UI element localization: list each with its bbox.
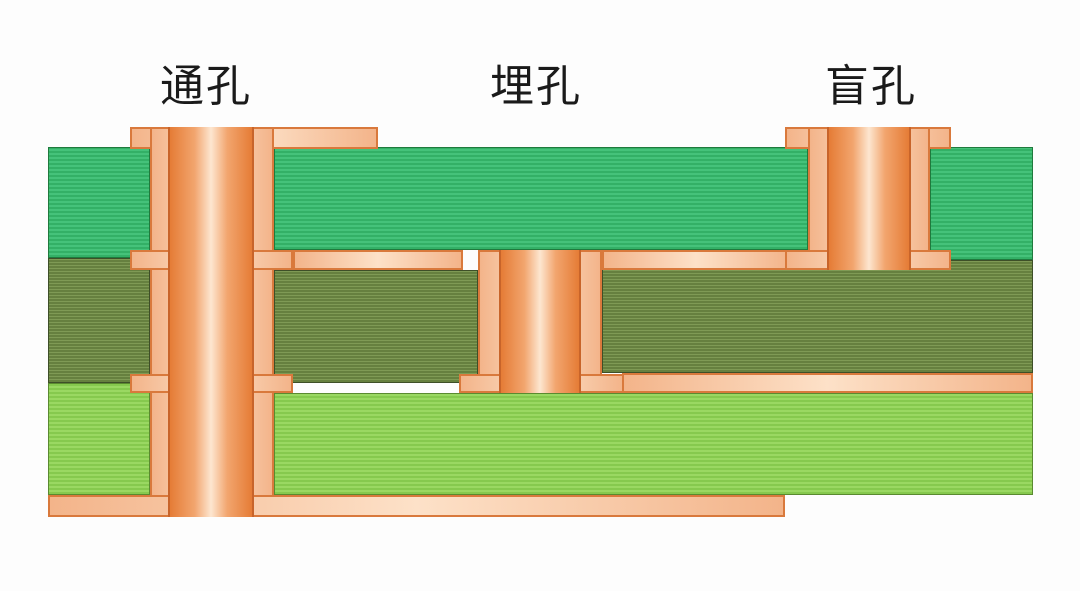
layer-middle-left	[48, 258, 150, 383]
layer-middle-right	[602, 260, 1033, 373]
layer-bottom-left	[48, 383, 150, 495]
inner-trace-1	[293, 250, 463, 270]
layer-bottom-right	[274, 393, 1033, 495]
layer-top-right	[930, 147, 1033, 260]
buried-via-barrel	[499, 250, 581, 393]
inner-trace-3	[622, 373, 1033, 393]
inner-trace-2	[602, 250, 790, 270]
through-hole-barrel	[168, 127, 254, 517]
blind-via-barrel	[827, 127, 911, 270]
label-through-hole: 通孔	[160, 61, 252, 112]
layer-middle-center	[274, 270, 478, 383]
layer-top-middle	[274, 147, 808, 250]
layer-top-left	[48, 147, 150, 258]
label-buried-via: 埋孔	[490, 61, 582, 112]
bottom-copper-strip	[48, 495, 785, 517]
label-blind-via: 盲孔	[825, 61, 917, 112]
